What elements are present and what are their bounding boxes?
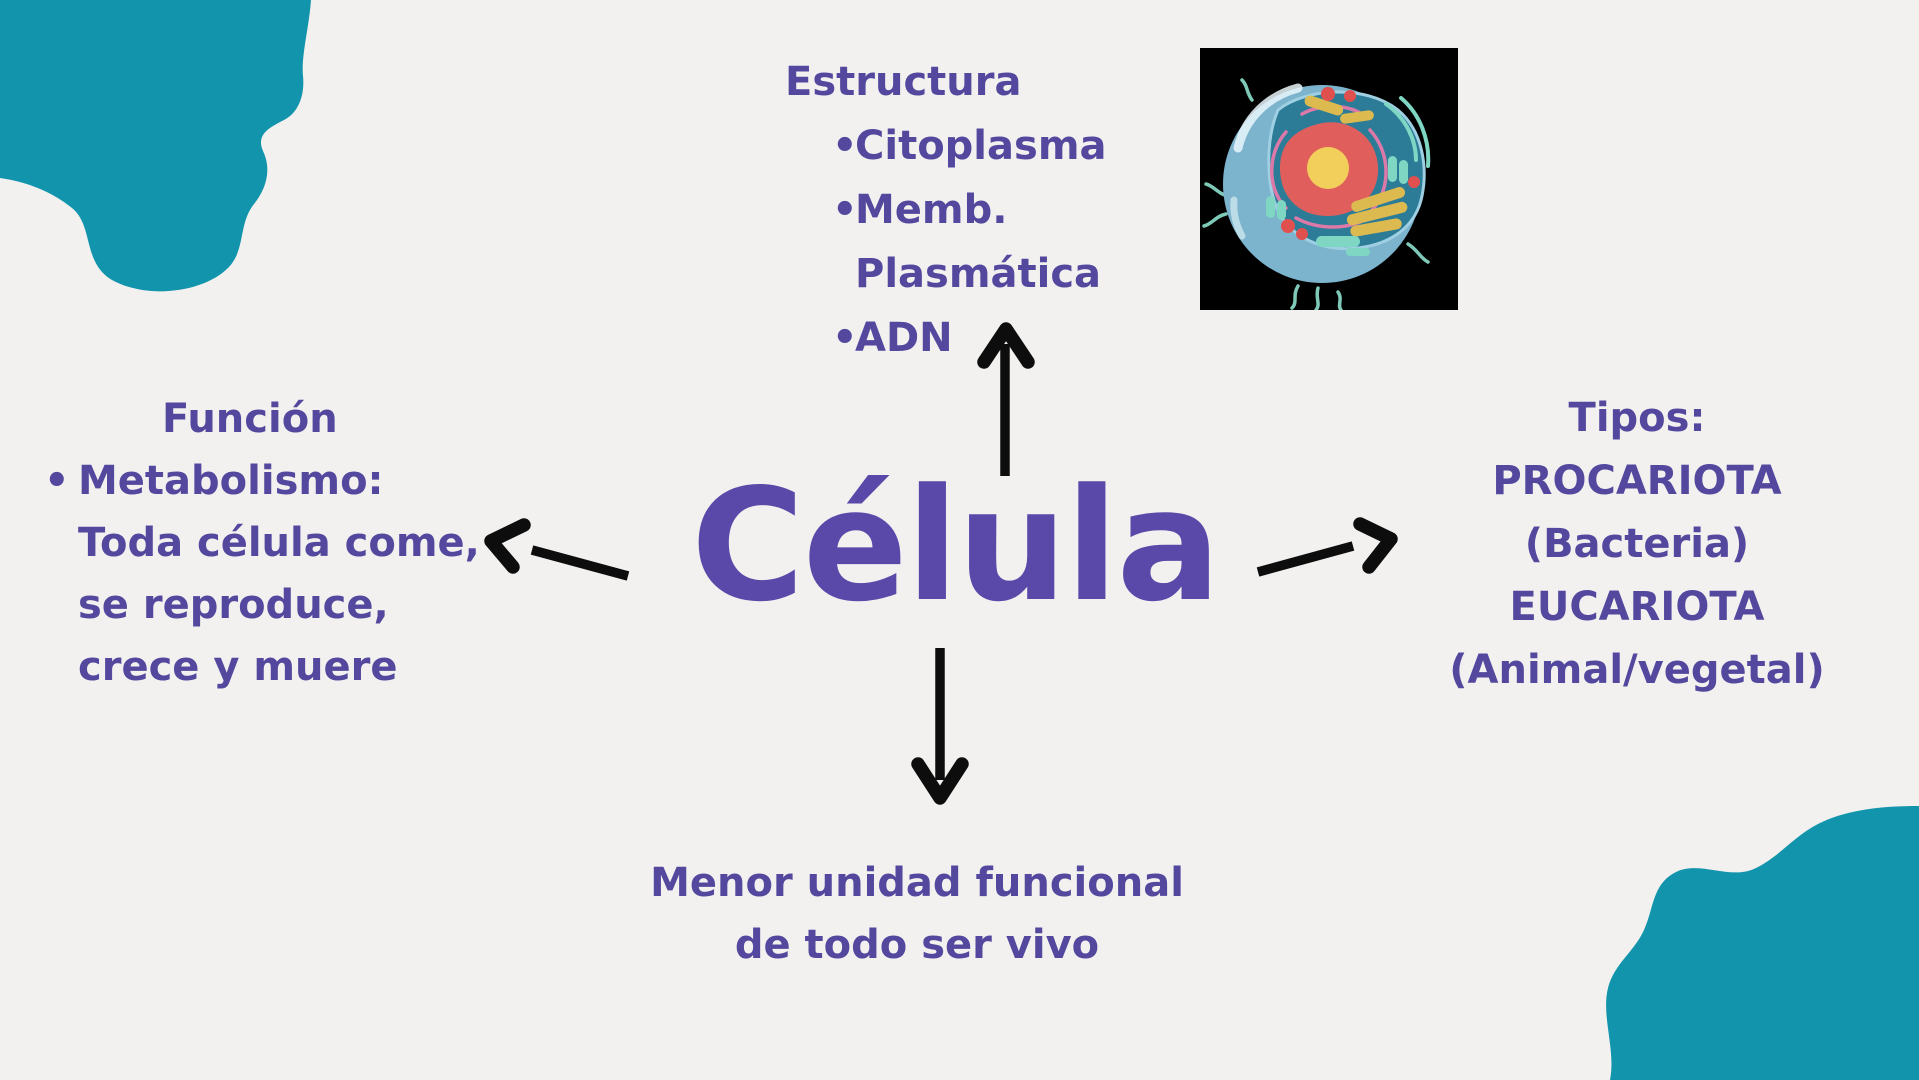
membrane-highlight: [1230, 196, 1246, 240]
branch-tipos-title: Tipos:: [1568, 394, 1706, 441]
definition-text: de todo ser vivo: [734, 922, 1100, 968]
list-item-label: Memb.: [855, 187, 1008, 233]
list-item: (Bacteria): [1441, 512, 1833, 575]
list-item-label: Metabolismo:: [78, 458, 384, 504]
branch-tipos: Tipos: PROCARIOTA (Bacteria) EUCARIOTA (…: [1441, 386, 1833, 701]
list-item: EUCARIOTA: [1441, 575, 1833, 638]
definition-text: Menor unidad funcional: [650, 860, 1184, 906]
branch-funcion-title: Función: [162, 396, 338, 442]
bullet-icon: •: [832, 315, 858, 361]
golgi-apparatus: [1304, 95, 1408, 237]
er-green-arcs: [1384, 96, 1431, 168]
branch-estructura: Estructura • Citoplasma • Memb. Plasmáti…: [785, 50, 1106, 370]
list-item-label: PROCARIOTA: [1492, 457, 1782, 504]
list-item: • ADN: [785, 306, 1106, 370]
list-item: • Citoplasma: [785, 114, 1106, 178]
list-item-label: Citoplasma: [855, 123, 1107, 169]
list-item-continuation: crece y muere: [44, 636, 480, 698]
definition-line: de todo ser vivo: [637, 914, 1197, 976]
list-item-label: EUCARIOTA: [1509, 583, 1765, 630]
membrane-highlight: [1233, 83, 1303, 153]
vesicles: [1281, 87, 1420, 240]
bullet-icon: •: [832, 123, 858, 169]
arrow-right-icon: [1256, 517, 1398, 577]
list-item: • Memb.: [785, 178, 1106, 242]
list-item-label: Toda célula come,: [78, 520, 480, 566]
list-item-label: (Animal/vegetal): [1449, 646, 1825, 693]
list-item-label: ADN: [855, 315, 953, 361]
list-item-label: crece y muere: [78, 644, 398, 690]
teal-blob-top-left: [0, 0, 311, 292]
list-item-continuation: se reproduce,: [44, 574, 480, 636]
list-item-continuation: Plasmática: [785, 242, 1106, 306]
arrow-up-icon: [977, 322, 1035, 476]
mitochondria: [1266, 156, 1408, 256]
branch-definicion: Menor unidad funcional de todo ser vivo: [637, 852, 1197, 976]
definition-line: Menor unidad funcional: [637, 852, 1197, 914]
animal-cell-cutaway-illustration: [1200, 48, 1458, 310]
list-item: PROCARIOTA: [1441, 449, 1833, 512]
central-topic: Célula: [690, 454, 1221, 636]
branch-funcion: Función • Metabolismo: Toda célula come,…: [44, 388, 480, 698]
list-item: (Animal/vegetal): [1441, 638, 1833, 701]
branch-estructura-title: Estructura: [785, 59, 1022, 105]
list-item-label: Plasmática: [855, 251, 1102, 297]
arrow-left-icon: [484, 518, 630, 581]
bullet-icon: •: [832, 187, 858, 233]
list-item: • Metabolismo:: [44, 450, 480, 512]
arrow-down-icon: [911, 648, 969, 805]
list-item-label: (Bacteria): [1524, 520, 1750, 567]
list-item-continuation: Toda célula come,: [44, 512, 480, 574]
list-item-label: se reproduce,: [78, 582, 389, 628]
teal-blob-bottom-right: [1606, 806, 1919, 1080]
bullet-icon: •: [44, 458, 70, 504]
nucleolus: [1307, 147, 1349, 189]
